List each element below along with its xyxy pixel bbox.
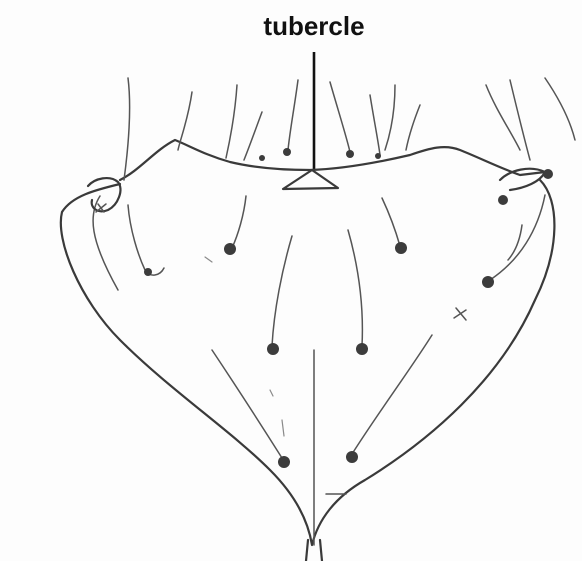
upper-bristle bbox=[370, 95, 380, 155]
setae-base bbox=[144, 268, 152, 276]
upper-bristle bbox=[330, 82, 350, 152]
seta bbox=[232, 196, 246, 248]
setae-base bbox=[395, 242, 407, 254]
sketch-mark bbox=[282, 420, 284, 436]
seta bbox=[490, 195, 545, 280]
setae-base bbox=[346, 451, 358, 463]
top-margin bbox=[120, 140, 545, 180]
setae-base bbox=[267, 343, 279, 355]
upper-bristle bbox=[545, 78, 575, 140]
upper-bristle bbox=[178, 92, 192, 150]
upper-bristle bbox=[226, 85, 237, 158]
setae-base bbox=[498, 195, 508, 205]
seta bbox=[272, 236, 292, 346]
upper-bristle bbox=[510, 80, 530, 160]
upper-bristle bbox=[124, 78, 130, 180]
setae-base bbox=[283, 148, 291, 156]
body-outline bbox=[61, 180, 555, 545]
sketch-mark bbox=[205, 257, 212, 262]
setae-base bbox=[259, 155, 265, 161]
upper-bristle bbox=[385, 85, 395, 150]
upper-bristle bbox=[244, 112, 262, 160]
upper-bristle bbox=[288, 80, 298, 150]
setae-base bbox=[543, 169, 553, 179]
seta bbox=[348, 230, 362, 346]
upper-bristle bbox=[406, 105, 420, 150]
setae-base bbox=[356, 343, 368, 355]
seta bbox=[508, 225, 522, 260]
seta bbox=[382, 198, 400, 246]
setae-base bbox=[224, 243, 236, 255]
setae-base bbox=[375, 153, 381, 159]
upper-bristle bbox=[486, 85, 520, 150]
setae-base bbox=[346, 150, 354, 158]
tubercle bbox=[283, 170, 338, 189]
sketch-mark bbox=[270, 390, 273, 396]
setae-base bbox=[482, 276, 494, 288]
sketch-mark bbox=[454, 308, 466, 320]
seta bbox=[128, 205, 164, 275]
seta bbox=[212, 350, 282, 458]
setae-base bbox=[278, 456, 290, 468]
